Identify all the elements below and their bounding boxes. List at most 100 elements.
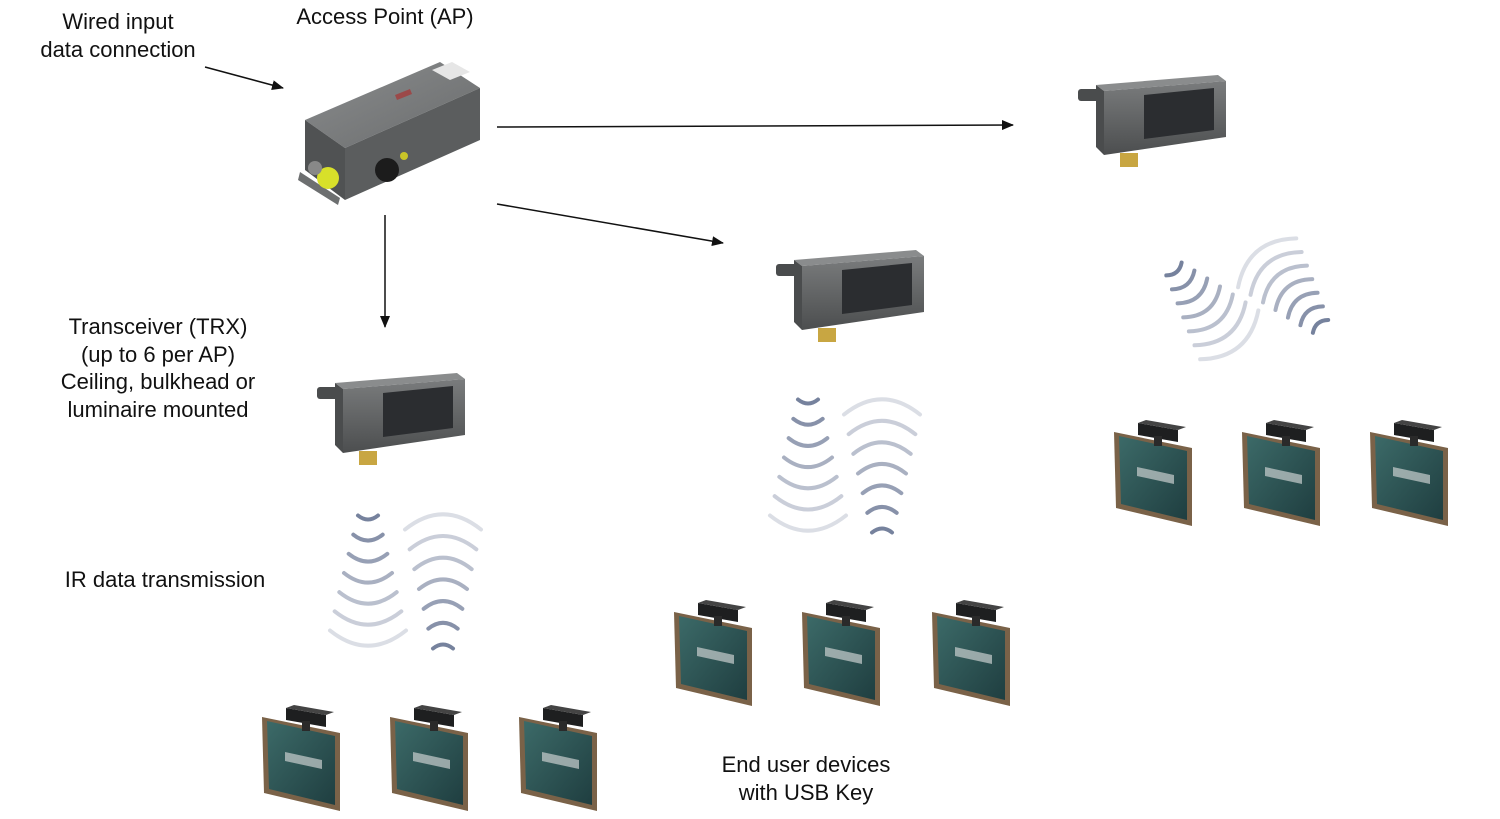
- ir-wave-arc: [842, 397, 922, 417]
- tablet-with-usb-key: [390, 705, 468, 811]
- ir-wave-arc: [1175, 276, 1210, 306]
- ir-window: [842, 263, 912, 314]
- access-point-device: [298, 62, 480, 205]
- transceiver-label: Transceiver (TRX) (up to 6 per AP) Ceili…: [38, 313, 278, 423]
- ir-wave-column: [1164, 260, 1261, 362]
- ir-wave-arc: [860, 483, 904, 496]
- wired-input-line-1: Wired input: [62, 9, 174, 34]
- end-user-devices: [262, 420, 1448, 811]
- wired-input-arrow: [204, 66, 284, 90]
- ir-wave-arc: [796, 397, 820, 406]
- ir-wave-arc: [1248, 249, 1304, 297]
- tablet-with-usb-key: [674, 600, 752, 706]
- ir-wave-arc: [1198, 308, 1261, 362]
- end-user-line-1: End user devices: [721, 752, 891, 777]
- ir-wave-arc: [1164, 260, 1184, 278]
- usb-key-dongle: [414, 708, 454, 727]
- cable-gland: [1120, 153, 1138, 167]
- ir-wave-arc: [346, 551, 390, 564]
- ir-wave-arc: [342, 571, 394, 585]
- arrows: [204, 66, 1014, 328]
- ir-wave-arc: [777, 474, 839, 491]
- usb-key-dongle: [826, 603, 866, 622]
- ir-wave-arc: [1261, 263, 1309, 305]
- ap-black-gland: [375, 158, 399, 182]
- ir-wave-arc: [421, 599, 465, 611]
- transceiver-line-3: Ceiling, bulkhead or: [60, 369, 256, 394]
- tablet-with-usb-key: [932, 600, 1010, 706]
- ir-transmission-label: IR data transmission: [64, 567, 266, 592]
- transceivers: [317, 75, 1226, 465]
- ir-wave-arc: [1236, 236, 1299, 290]
- ir-wave-arc: [856, 461, 908, 476]
- ir-wave-arc: [791, 416, 825, 427]
- tablet-with-usb-key: [262, 705, 340, 811]
- transceiver-line-1: Transceiver (TRX): [68, 314, 248, 339]
- ir-wave-arc: [407, 534, 479, 552]
- usb-key-dongle: [1138, 423, 1178, 442]
- ap-yellow-cap: [317, 167, 339, 189]
- ir-wave-arc: [768, 513, 848, 533]
- ir-window: [383, 386, 453, 437]
- ir-window: [1144, 88, 1214, 139]
- access-point-label: Access Point (AP): [296, 4, 474, 29]
- ir-wave-arc: [1192, 300, 1248, 348]
- ir-wave-arc: [870, 526, 894, 535]
- ir-wave-arc: [1285, 290, 1320, 320]
- tablet-with-usb-key: [1242, 420, 1320, 526]
- tablet-with-usb-key: [1370, 420, 1448, 526]
- wired-input-label: Wired input data connection: [28, 8, 208, 63]
- ir-wave-column: [403, 512, 483, 651]
- transceiver-line-4: luminaire mounted: [67, 396, 249, 422]
- ir-wave-arc: [426, 620, 460, 631]
- end-user-devices-label: End user devices with USB Key: [686, 751, 926, 806]
- usb-key-dongle: [286, 708, 326, 727]
- ir-wave-arc: [1298, 304, 1325, 328]
- ir-wave-arc: [786, 436, 830, 448]
- ap-to-trx2-arrow: [496, 203, 724, 247]
- ir-wave-arc: [772, 494, 844, 512]
- ap-to-trx3-arrow: [496, 120, 1014, 131]
- ir-wave-arc: [846, 418, 918, 437]
- transceiver-unit: [1078, 75, 1226, 167]
- cable-gland: [359, 451, 377, 465]
- usb-key-dongle: [543, 708, 583, 727]
- ir-wave-arc: [1186, 292, 1235, 334]
- ir-wave-column: [842, 397, 922, 535]
- end-user-line-2: with USB Key: [738, 779, 874, 805]
- ir-waves: [328, 236, 1331, 651]
- tablet-with-usb-key: [802, 600, 880, 706]
- usb-key-dongle: [1266, 423, 1306, 442]
- ir-wave-arc: [417, 577, 469, 591]
- tablet-with-usb-key: [1114, 420, 1192, 526]
- ir-wave-arc: [1169, 268, 1197, 292]
- transceiver-unit: [776, 250, 924, 342]
- usb-key-dongle: [698, 603, 738, 622]
- ir-wave-arc: [403, 512, 483, 532]
- ir-wave-arc: [851, 440, 913, 456]
- ir-wave-arc: [332, 609, 404, 627]
- ir-wave-arc: [351, 532, 385, 543]
- ir-wave-arc: [1310, 317, 1331, 335]
- ir-wave-column: [1236, 236, 1331, 335]
- ir-wave-arc: [356, 513, 380, 522]
- transceiver-line-2: (up to 6 per AP): [80, 341, 236, 367]
- ir-wave-arc: [782, 455, 834, 470]
- ir-wave-arc: [1273, 277, 1315, 313]
- ir-wave-column: [768, 397, 848, 533]
- ir-wave-arc: [1181, 284, 1222, 320]
- transceiver-unit: [317, 373, 465, 465]
- ir-wave-arc: [431, 642, 455, 651]
- tablet-with-usb-key: [519, 705, 597, 811]
- cable-gland: [818, 328, 836, 342]
- usb-key-dongle: [956, 603, 996, 622]
- usb-key-dongle: [1394, 423, 1434, 442]
- ir-wave-column: [328, 513, 408, 648]
- ir-wave-arc: [865, 504, 899, 515]
- ir-wave-arc: [412, 555, 474, 572]
- ir-wave-arc: [337, 590, 399, 606]
- ir-wave-arc: [328, 628, 408, 648]
- wired-input-line-2: data connection: [40, 36, 196, 62]
